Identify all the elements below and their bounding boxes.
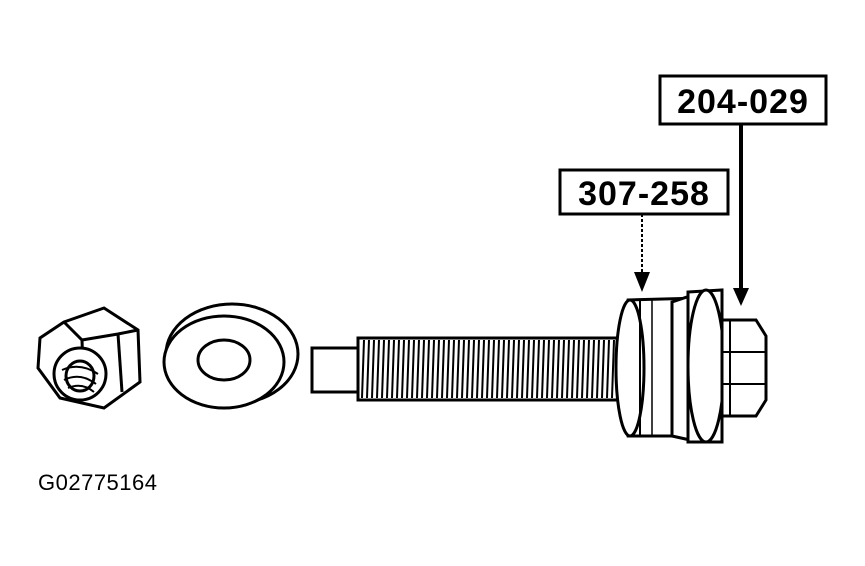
thread-line	[436, 339, 440, 399]
thread-line	[516, 339, 520, 399]
thread-line	[506, 339, 510, 399]
callout-label-204-029: 204-029	[677, 83, 809, 121]
thread-line	[441, 339, 445, 399]
thread-line	[446, 339, 450, 399]
thread-line	[571, 339, 575, 399]
thread-line	[466, 339, 470, 399]
tool-204-029-socket	[720, 318, 768, 418]
thread-line	[561, 339, 565, 399]
callout-307-258: 307-258	[558, 168, 730, 292]
thread-line	[426, 339, 430, 399]
callout-label-307-258: 307-258	[578, 175, 710, 213]
thread-line	[511, 339, 515, 399]
thread-line	[361, 339, 365, 399]
thread-line	[536, 339, 540, 399]
thread-line	[586, 339, 590, 399]
thread-line	[526, 339, 530, 399]
thread-line	[581, 339, 585, 399]
thread-line	[391, 339, 395, 399]
thread-line	[386, 339, 390, 399]
arrowhead-204-029	[733, 288, 749, 306]
thread-line	[461, 339, 465, 399]
thread-line	[541, 339, 545, 399]
callout-box-307-258	[558, 168, 730, 216]
bolt-tip	[310, 346, 362, 394]
thread-line	[421, 339, 425, 399]
tool-307-258-face	[614, 298, 646, 438]
thread-line	[416, 339, 420, 399]
thread-line	[556, 339, 560, 399]
thread-line	[471, 339, 475, 399]
thread-line	[611, 339, 615, 399]
thread-line	[406, 339, 410, 399]
thread-line	[366, 339, 370, 399]
thread-line	[396, 339, 400, 399]
thread-line	[481, 339, 485, 399]
thread-line	[601, 339, 605, 399]
thread-line	[501, 339, 505, 399]
thread-line	[521, 339, 525, 399]
thread-line	[606, 339, 610, 399]
thread-line	[546, 339, 550, 399]
thread-line	[566, 339, 570, 399]
thread-line	[451, 339, 455, 399]
thread-line	[576, 339, 580, 399]
thread-line	[551, 339, 555, 399]
thread-line	[431, 339, 435, 399]
thread-line	[371, 339, 375, 399]
thread-line	[401, 339, 405, 399]
thread-line	[376, 339, 380, 399]
thread-line	[486, 339, 490, 399]
callout-204-029: 204-029	[658, 74, 828, 306]
thread-line	[381, 339, 385, 399]
thread-line	[456, 339, 460, 399]
arrowhead-307-258	[634, 272, 650, 292]
thread-line	[411, 339, 415, 399]
hex-nut	[36, 306, 142, 410]
thread-line	[591, 339, 595, 399]
washer	[162, 302, 300, 410]
thread-line	[491, 339, 495, 399]
thread-line	[596, 339, 600, 399]
thread-line	[476, 339, 480, 399]
figure-id: G02775164	[38, 470, 158, 495]
thread-line	[531, 339, 535, 399]
bolt-assembly	[310, 288, 768, 444]
thread-line	[496, 339, 500, 399]
